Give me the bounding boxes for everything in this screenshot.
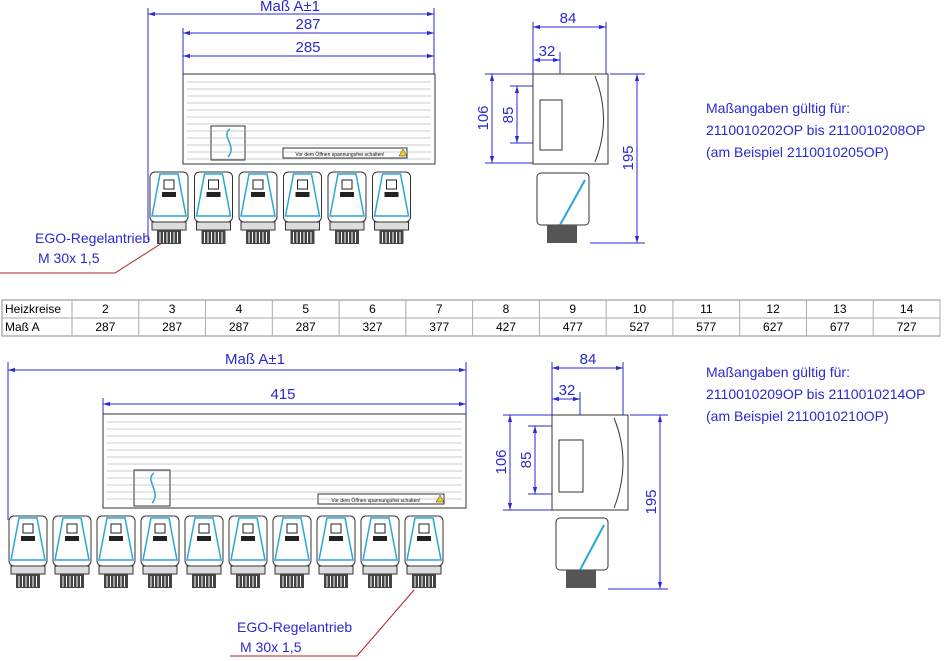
table-cell: 3	[169, 302, 176, 316]
svg-text:M 30x 1,5: M 30x 1,5	[38, 250, 100, 266]
svg-text:2110010202OP bis 2110010208OP: 2110010202OP bis 2110010208OP	[706, 122, 926, 138]
dim-32: 32	[559, 382, 576, 399]
dim-mass-a: Maß A±1	[225, 351, 285, 368]
dim-85: 85	[518, 452, 535, 469]
dim-106: 106	[493, 449, 510, 474]
table-cell: 14	[900, 302, 914, 316]
actuator	[238, 171, 278, 244]
bottom-note: Maßangaben gültig für: 2110010209OP bis …	[706, 364, 926, 424]
distributor-housing: Vor dem Öffnen spannungsfrei schalten!	[102, 413, 467, 509]
top-side-view: 84 32 106 85 195	[475, 10, 645, 244]
row-label-heizkreise: Heizkreise	[5, 302, 61, 316]
table-cell: 287	[162, 320, 182, 334]
dim-195: 195	[643, 489, 660, 514]
table-cell: 327	[362, 320, 382, 334]
table-cell: 4	[236, 302, 243, 316]
table-cell: 12	[766, 302, 780, 316]
actuator	[149, 171, 189, 244]
svg-text:Maßangaben gültig für:: Maßangaben gültig für:	[706, 364, 850, 380]
actuator	[327, 171, 367, 244]
dim-285: 285	[295, 39, 320, 56]
dim-84: 84	[560, 10, 577, 27]
table-cell: 377	[429, 320, 449, 334]
dim-32: 32	[539, 43, 556, 60]
dim-mass-a: Maß A±1	[260, 0, 320, 15]
table-cell: 5	[302, 302, 309, 316]
table-cell: 10	[633, 302, 647, 316]
table-cell: 13	[833, 302, 847, 316]
bottom-side-view: 84 32 106 85 195	[493, 351, 668, 590]
warning-icon	[398, 148, 408, 157]
table-cell: 7	[436, 302, 443, 316]
actuator	[52, 515, 92, 588]
dim-195: 195	[620, 145, 637, 170]
table-cell: 11	[700, 302, 713, 316]
actuator	[228, 515, 268, 588]
actuator	[194, 171, 233, 244]
table-cell: 9	[569, 302, 576, 316]
svg-text:2110010209OP bis 2110010214OP: 2110010209OP bis 2110010214OP	[706, 386, 926, 402]
dim-85: 85	[500, 107, 517, 124]
table-cell: 627	[763, 320, 783, 334]
actuator	[404, 515, 444, 588]
table-cell: 8	[503, 302, 510, 316]
bottom-ego-label: EGO-Regelantrieb M 30x 1,5	[230, 589, 415, 657]
table-cell: 287	[95, 320, 115, 334]
actuator	[96, 515, 136, 588]
table-cell: 287	[229, 320, 249, 334]
table-cell: 727	[897, 320, 917, 334]
warning-icon	[435, 494, 445, 503]
svg-text:EGO-Regelantrieb: EGO-Regelantrieb	[237, 619, 352, 635]
dim-84: 84	[580, 351, 597, 368]
dim-106: 106	[475, 105, 492, 130]
warning-label: Vor dem Öffnen spannungsfrei schalten!	[331, 497, 420, 504]
actuator	[283, 171, 322, 244]
actuator	[372, 171, 411, 244]
table-cell: 577	[696, 320, 716, 334]
svg-text:M 30x 1,5: M 30x 1,5	[240, 639, 302, 655]
dim-415: 415	[270, 386, 295, 403]
top-note: Maßangaben gültig für: 2110010202OP bis …	[706, 100, 926, 160]
actuator	[184, 515, 224, 588]
actuator	[8, 515, 48, 588]
distributor-housing: Vor dem Öffnen spannungsfrei schalten!	[182, 73, 436, 165]
table-cell: 287	[296, 320, 316, 334]
svg-text:(am Beispiel 2110010210OP): (am Beispiel 2110010210OP)	[706, 408, 889, 424]
actuator	[360, 515, 400, 588]
table-cell: 527	[630, 320, 650, 334]
table-cell: 6	[369, 302, 376, 316]
top-front-view: Maß A±1 287 285 Vor dem Öffnen spannungs…	[147, 0, 436, 244]
table-cell: 677	[830, 320, 850, 334]
actuator	[272, 515, 312, 588]
warning-label: Vor dem Öffnen spannungsfrei schalten!	[295, 151, 384, 158]
bottom-front-view: Maß A±1 415 Vor dem Öffnen spannungsfrei…	[7, 351, 467, 588]
dim-287: 287	[295, 16, 320, 33]
svg-text:EGO-Regelantrieb: EGO-Regelantrieb	[35, 230, 150, 246]
svg-text:(am Beispiel 2110010205OP): (am Beispiel 2110010205OP)	[706, 144, 889, 160]
actuator	[140, 515, 180, 588]
svg-text:Maßangaben gültig für:: Maßangaben gültig für:	[706, 100, 850, 116]
table-cell: 477	[563, 320, 583, 334]
table-cell: 427	[496, 320, 516, 334]
row-label-mass-a: Maß A	[5, 320, 40, 334]
top-ego-label: EGO-Regelantrieb M 30x 1,5	[0, 230, 163, 274]
actuator	[316, 515, 356, 588]
table-cell: 2	[102, 302, 109, 316]
